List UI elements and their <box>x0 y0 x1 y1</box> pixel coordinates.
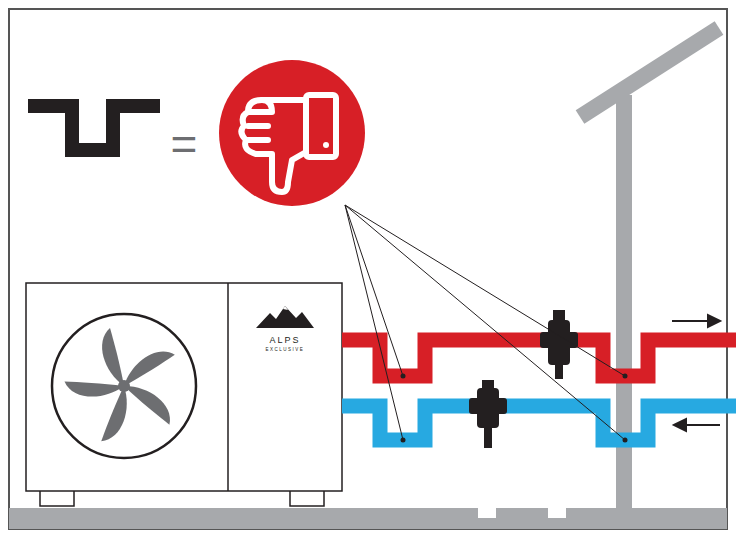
heat-pump-unit <box>26 283 342 491</box>
brand-name: ALPS <box>269 336 300 345</box>
equals-sign: = <box>171 121 198 167</box>
flow-arrow <box>672 315 720 431</box>
mountain-logo <box>256 306 314 328</box>
valve <box>540 310 578 379</box>
brand-tagline: EXCLUSIVE <box>266 348 305 353</box>
slab-notch <box>548 508 566 518</box>
fan-blades <box>62 328 179 446</box>
thumbs-down-icon <box>241 95 336 192</box>
unit-foot <box>40 490 74 506</box>
ground-slab <box>9 508 727 529</box>
support-pole <box>616 95 632 510</box>
slab-notch <box>478 508 496 518</box>
support-arm <box>580 28 719 117</box>
unit-divider <box>227 283 229 491</box>
fan-blade <box>62 368 124 407</box>
thumbs-down-badge <box>219 60 365 206</box>
fan-blade <box>124 373 176 433</box>
unit-foot <box>290 490 324 506</box>
fan-hub <box>118 380 130 392</box>
logo-snow <box>283 306 288 310</box>
fan-blade <box>102 328 124 386</box>
icon-dot <box>323 142 329 148</box>
valve <box>469 380 507 448</box>
fan-guard <box>52 314 196 458</box>
dip-symbol <box>28 106 160 150</box>
frame <box>9 9 727 529</box>
fan-blade <box>117 347 179 386</box>
leader-dot <box>401 374 628 443</box>
return-pipe <box>342 406 736 440</box>
leader-line <box>345 205 625 440</box>
